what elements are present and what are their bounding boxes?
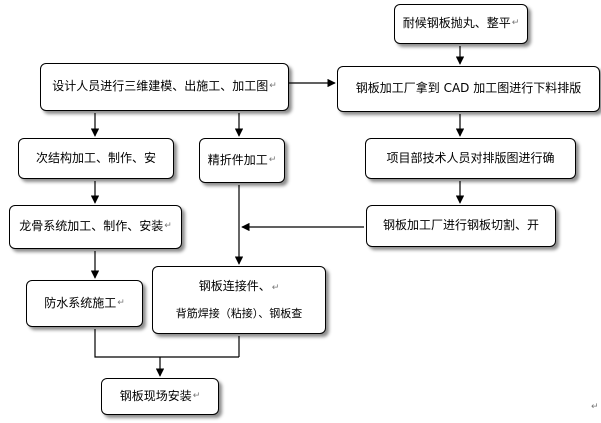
node-label: 龙骨系统加工、制作、安装 bbox=[19, 219, 164, 234]
paragraph-mark: ↵ bbox=[268, 154, 277, 165]
node-label: 次结构加工、制作、安 bbox=[35, 150, 156, 165]
node-gangban-lianjiejian: 钢板连接件、↵ 背筋焊接（粘接）、钢板查 bbox=[152, 266, 326, 334]
node-label-line-2: 背筋焊接（粘接）、钢板查 bbox=[175, 306, 303, 320]
node-jingzhe-jian: 精折件加工↵ bbox=[199, 138, 285, 183]
node-label: 防水系统施工 bbox=[44, 295, 117, 310]
node-fangshui-xitong: 防水系统施工↵ bbox=[26, 280, 143, 327]
node-sheji-renyuan: 设计人员进行三维建模、出施工、加工图↵ bbox=[40, 63, 289, 111]
paragraph-mark: ↵ bbox=[271, 283, 280, 293]
node-label-line-1: 钢板连接件、↵ bbox=[198, 279, 280, 293]
corner-paragraph-mark: ↵ bbox=[591, 402, 599, 412]
node-label: 精折件加工 bbox=[207, 152, 268, 167]
node-label: 项目部技术人员对排版图进行确 bbox=[386, 150, 555, 165]
node-label: 钢板现场安装 bbox=[119, 388, 192, 403]
paragraph-mark: ↵ bbox=[164, 221, 172, 232]
line-fangshui-merge bbox=[94, 329, 239, 358]
node-nihou-gangban: 耐候钢板抛丸、整平↵ bbox=[394, 4, 528, 44]
node-label: 设计人员进行三维建模、出施工、加工图 bbox=[52, 79, 269, 94]
paragraph-mark: ↵ bbox=[117, 297, 125, 308]
paragraph-mark: ↵ bbox=[269, 81, 277, 92]
node-label: 耐候钢板抛丸、整平 bbox=[402, 16, 511, 31]
node-label: 钢板加工厂拿到 CAD 加工图进行下料排版 bbox=[355, 81, 582, 96]
node-xiangmubu-jishu: 项目部技术人员对排版图进行确 bbox=[365, 138, 576, 179]
node-ci-jiegou: 次结构加工、制作、安 bbox=[18, 138, 174, 179]
node-gangban-qiege: 钢板加工厂进行钢板切割、开 bbox=[366, 205, 556, 247]
paragraph-mark: ↵ bbox=[192, 390, 201, 401]
node-gangban-jiagongchang: 钢板加工厂拿到 CAD 加工图进行下料排版 bbox=[337, 66, 600, 112]
node-gangban-xianchang: 钢板现场安装↵ bbox=[101, 378, 219, 415]
node-label: 钢板加工厂进行钢板切割、开 bbox=[382, 218, 539, 233]
paragraph-mark: ↵ bbox=[511, 18, 520, 29]
node-longgu-xitong: 龙骨系统加工、制作、安装↵ bbox=[9, 205, 182, 249]
